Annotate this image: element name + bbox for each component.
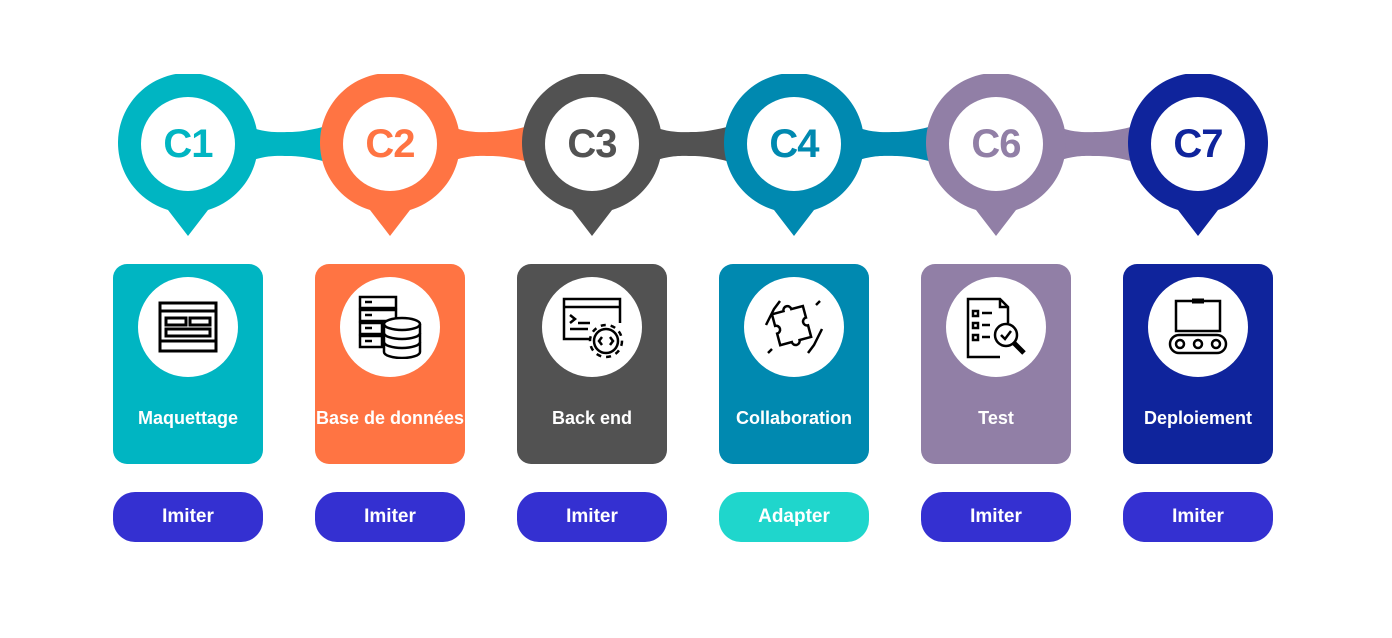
connector <box>238 122 340 166</box>
step-pin: C3 <box>522 74 662 238</box>
step-action-button[interactable]: Imiter <box>517 492 667 542</box>
step-code: C6 <box>971 121 1021 166</box>
step-pin: C4 <box>724 74 864 238</box>
step-action-button[interactable]: Imiter <box>1123 492 1273 542</box>
step-card: Test <box>921 264 1071 464</box>
step-code: C2 <box>365 121 415 166</box>
step-title: Back end <box>551 408 633 428</box>
connector <box>1046 122 1148 166</box>
connector <box>844 122 946 166</box>
step-card: Maquettage <box>113 264 263 464</box>
step-title: Maquettage <box>137 408 238 428</box>
step-title: Deploiement <box>1143 408 1253 428</box>
step-code: C7 <box>1173 121 1223 166</box>
test-checklist-icon <box>946 277 1046 377</box>
step-code: C1 <box>163 121 213 166</box>
code-settings-icon <box>542 277 642 377</box>
step-code: C3 <box>567 121 617 166</box>
step-title: Collaboration <box>736 408 852 428</box>
connector <box>642 122 744 166</box>
step-code: C4 <box>769 121 819 166</box>
step-title: Base de données <box>315 408 465 428</box>
step-action-button[interactable]: Imiter <box>315 492 465 542</box>
step-card: Collaboration <box>719 264 869 464</box>
step-card: Base de données <box>315 264 465 464</box>
database-icon <box>340 277 440 377</box>
puzzle-icon <box>744 277 844 377</box>
step-card: Back end <box>517 264 667 464</box>
connector <box>440 122 542 166</box>
wireframe-icon <box>138 277 238 377</box>
step-pin: C1 <box>118 74 258 238</box>
conveyor-icon <box>1148 277 1248 377</box>
step-title: Test <box>978 408 1014 428</box>
step-pin: C2 <box>320 74 460 238</box>
step-action-button[interactable]: Imiter <box>113 492 263 542</box>
step-action-button[interactable]: Imiter <box>921 492 1071 542</box>
step-action-button[interactable]: Adapter <box>719 492 869 542</box>
step-card: Deploiement <box>1123 264 1273 464</box>
step-pin: C7 <box>1128 74 1268 238</box>
step-pin: C6 <box>926 74 1066 238</box>
